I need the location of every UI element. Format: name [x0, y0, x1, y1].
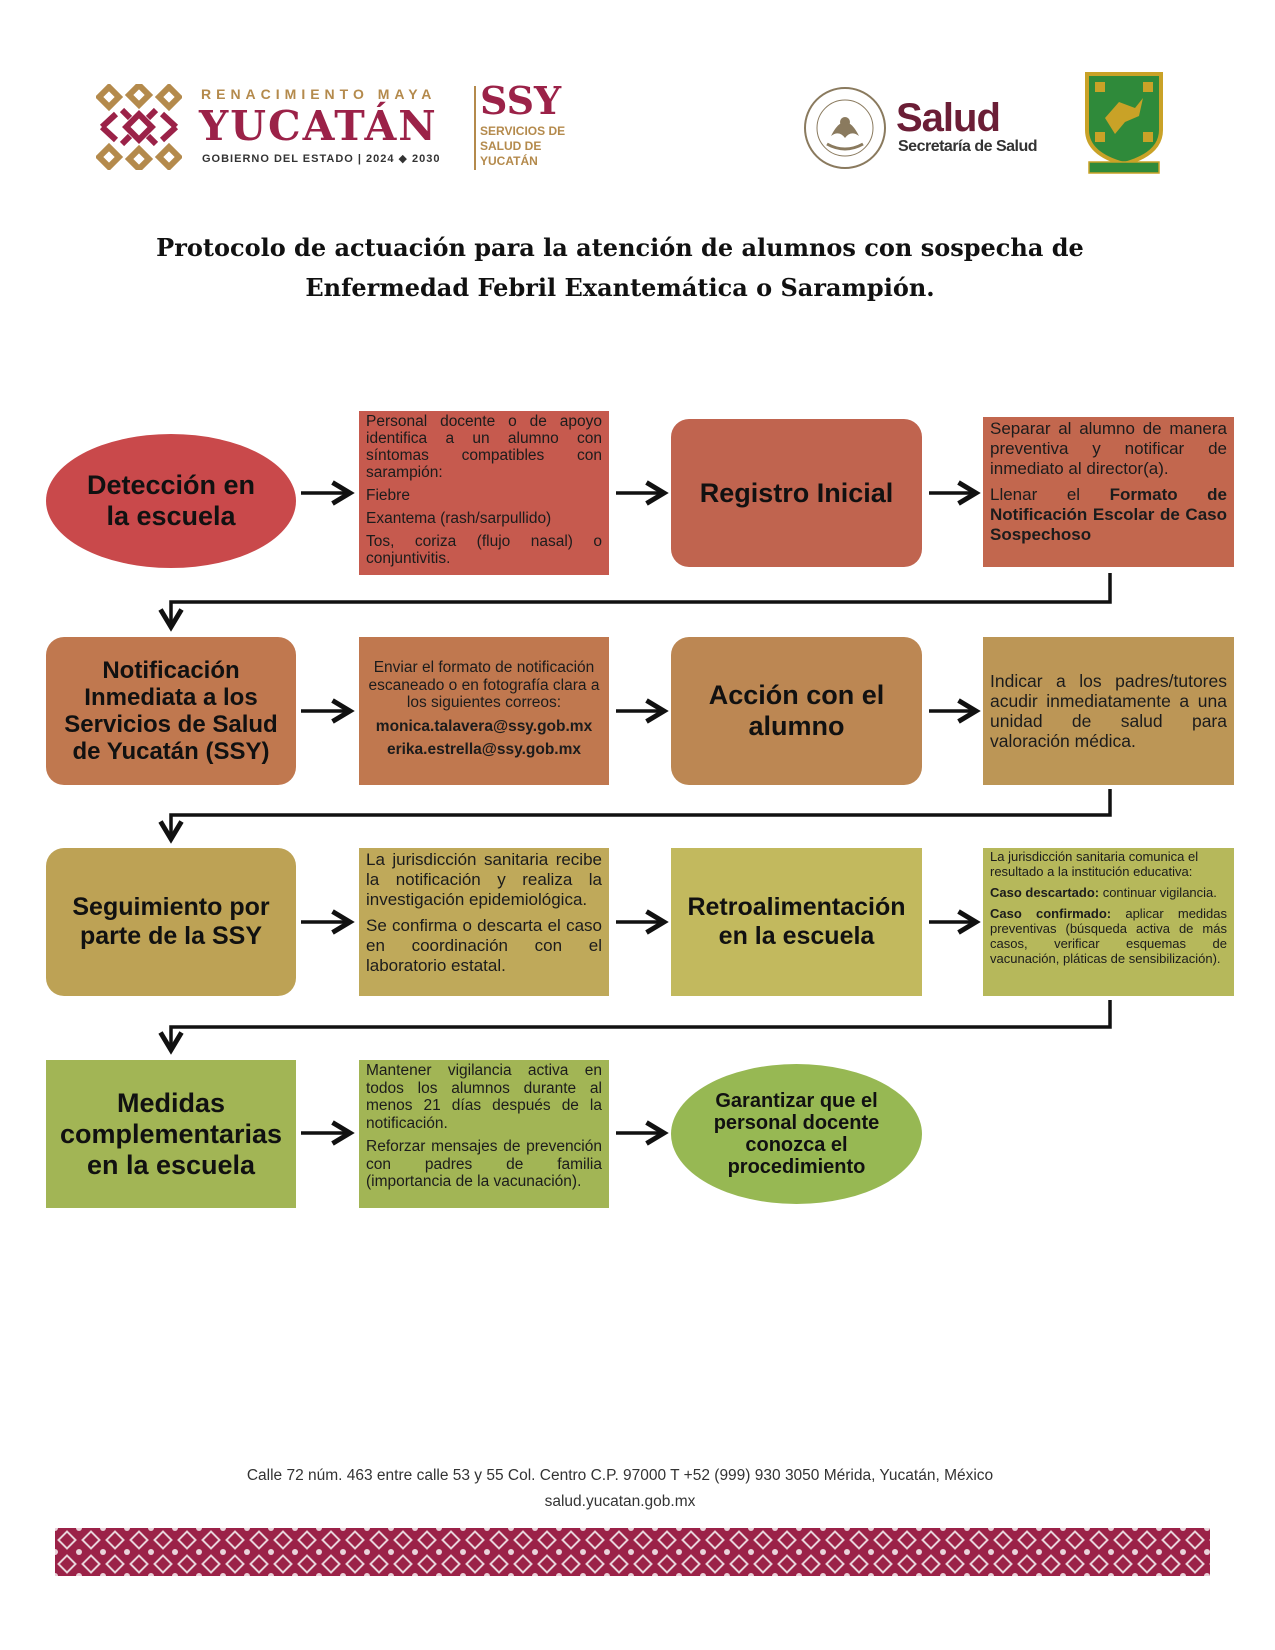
box-vigilancia: Mantener vigilancia activa en todos los … [359, 1060, 609, 1208]
caso-descartado-label: Caso descartado: [990, 885, 1100, 900]
ssy-wordmark: SSY [480, 78, 562, 123]
box-jurisdiccion-p2: Se confirma o descarta el caso en coordi… [366, 916, 602, 975]
email-erika: erika.estrella@ssy.gob.mx [386, 741, 582, 758]
connector-r2-r3 [158, 789, 1112, 844]
yucatan-wordmark: YUCATÁN [199, 102, 438, 150]
node-medidas: Medidas complementarias en la escuela [46, 1060, 296, 1208]
box-indicar-text: Indicar a los padres/tutores acudir inme… [990, 671, 1227, 751]
box-vigilancia-p2: Reforzar mensajes de prevención con padr… [366, 1138, 602, 1190]
maya-pattern-icon [96, 84, 182, 170]
node-accion-label: Acción con el alumno [708, 680, 885, 741]
caso-confirmado-text: aplicar medidas preventivas (búsqueda ac… [990, 906, 1227, 966]
box-identificacion: Personal docente o de apoyo identifica a… [359, 411, 609, 575]
node-notificacion-label: Notificación Inmediata a los Servicios d… [64, 657, 278, 765]
caso-descartado-text: continuar vigilancia. [1099, 885, 1217, 900]
symptom-tos: Tos, coriza (flujo nasal) o conjuntiviti… [366, 533, 602, 567]
box-separar-text: Separar al alumno de manera preventiva y… [990, 419, 1227, 478]
connector-r3-r4 [158, 1000, 1112, 1055]
symptom-exantema: Exantema (rash/sarpullido) [366, 510, 552, 527]
box-identificacion-intro: Personal docente o de apoyo identifica a… [366, 413, 602, 481]
node-garantizar-label: Garantizar que el personal docente conoz… [713, 1090, 880, 1178]
node-retroalimentacion-label: Retroalimentación en la escuela [687, 893, 906, 950]
formato-prefix: Llenar el [990, 485, 1110, 504]
node-medidas-label: Medidas complementarias en la escuela [59, 1087, 283, 1180]
node-notificacion: Notificación Inmediata a los Servicios d… [46, 637, 296, 785]
footer-website: salud.yucatan.gob.mx [544, 1493, 696, 1510]
email-monica: monica.talavera@ssy.gob.mx [375, 717, 593, 735]
caso-confirmado-label: Caso confirmado: [990, 906, 1112, 921]
node-registro-label: Registro Inicial [699, 477, 894, 508]
box-separar: Separar al alumno de manera preventiva y… [983, 417, 1234, 567]
salud-wordmark: Salud [896, 96, 1001, 140]
box-jurisdiccion-p1: La jurisdicción sanitaria recibe la noti… [366, 850, 602, 909]
caso-descartado: Caso descartado: continuar vigilancia. [990, 885, 1227, 900]
yucatan-shield-icon [1085, 72, 1163, 174]
node-retroalimentacion: Retroalimentación en la escuela [671, 848, 922, 996]
renacimiento-maya-text: RENACIMIENTO MAYA [201, 86, 437, 102]
title-line-1: Protocolo de actuación para la atención … [156, 233, 1084, 262]
box-resultado-intro: La jurisdicción sanitaria comunica el re… [990, 849, 1199, 879]
footer-address: Calle 72 núm. 463 entre calle 53 y 55 Co… [246, 1467, 994, 1484]
box-separar-formato: Llenar el Formato de Notificación Escola… [990, 485, 1227, 545]
title-line-2: Enfermedad Febril Exantemática o Sarampi… [305, 273, 935, 302]
document-title: Protocolo de actuación para la atención … [120, 228, 1120, 308]
box-enviar-intro: Enviar el formato de notificación escane… [368, 659, 600, 711]
node-deteccion: Detección en la escuela [46, 434, 296, 568]
node-seguimiento: Seguimiento por parte de la SSY [46, 848, 296, 996]
logo-divider [474, 86, 476, 170]
node-accion-alumno: Acción con el alumno [671, 637, 922, 785]
secretaria-salud-text: Secretaría de Salud [898, 138, 1038, 155]
decorative-band [55, 1528, 1210, 1576]
gobierno-estado-text: GOBIERNO DEL ESTADO | 2024 ◆ 2030 [202, 153, 441, 165]
box-enviar-formato: Enviar el formato de notificación escane… [359, 637, 609, 785]
formato-name: Formato de Notificación Escolar de Caso … [990, 485, 1228, 544]
ssy-subtitle: SERVICIOS DE SALUD DE YUCATÁN [480, 124, 566, 168]
box-vigilancia-p1: Mantener vigilancia activa en todos los … [366, 1062, 602, 1132]
mexico-seal-icon [804, 87, 886, 169]
node-seguimiento-label: Seguimiento por parte de la SSY [72, 893, 270, 950]
symptom-fiebre: Fiebre [366, 487, 410, 504]
box-indicar-padres: Indicar a los padres/tutores acudir inme… [983, 637, 1234, 785]
node-registro-inicial: Registro Inicial [671, 419, 922, 567]
box-jurisdiccion: La jurisdicción sanitaria recibe la noti… [359, 848, 609, 996]
caso-confirmado: Caso confirmado: aplicar medidas prevent… [990, 906, 1227, 966]
box-resultado: La jurisdicción sanitaria comunica el re… [983, 848, 1234, 996]
yucatan-government-logo: RENACIMIENTO MAYA YUCATÁN GOBIERNO DEL E… [96, 78, 566, 174]
connector-r1-r2 [158, 573, 1112, 632]
node-garantizar: Garantizar que el personal docente conoz… [671, 1064, 922, 1204]
node-deteccion-label: Detección en la escuela [86, 470, 256, 531]
